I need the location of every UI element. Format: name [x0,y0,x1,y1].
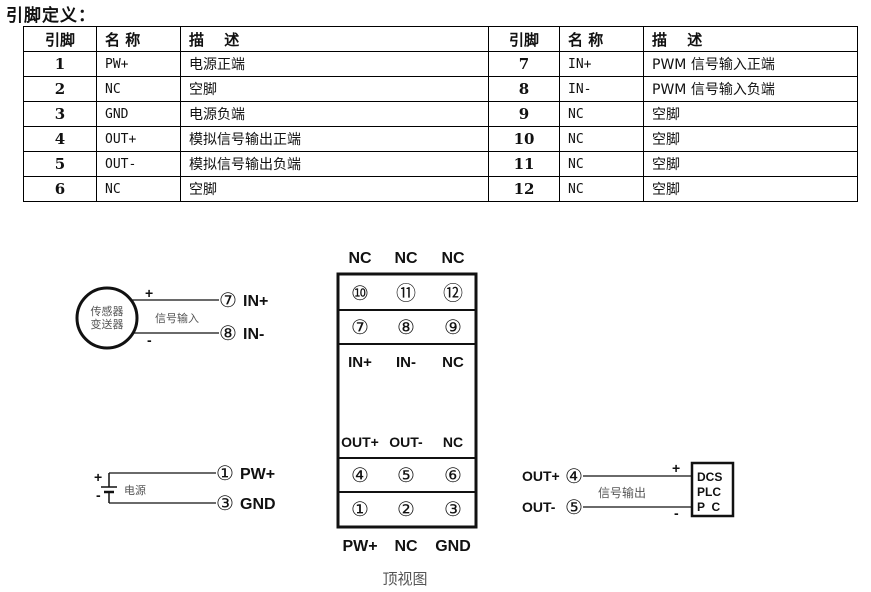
module-pin-marker: ⑤ [397,465,415,487]
pin-number: 6 [23,176,97,202]
power-wiring: + - 电源 ① ③ PW+ GND [94,463,276,515]
pin-name: PW+ [96,51,181,77]
module-pin-marker: ⑩ [351,283,369,305]
gnd-label: GND [240,496,276,513]
pin-name: IN- [559,76,644,102]
pin-number: 9 [488,101,560,127]
module-pin-marker: ③ [444,499,462,521]
in-plus-label: IN+ [243,293,268,310]
header-name: 名 称 [96,26,181,52]
power-plus-sign: + [94,469,102,485]
module-pin-marker: ① [351,499,369,521]
pin-description: 模拟信号输出负端 [180,151,489,177]
module-input-label: IN- [396,354,416,371]
sensor-plus-sign: + [145,285,153,301]
module-output-label: NC [443,434,463,450]
module-top-label: NC [394,250,418,267]
module-outline [336,272,478,529]
module-pin-marker: ② [397,499,415,521]
pin-description: 空脚 [643,176,858,202]
module-top-label: NC [441,250,465,267]
device-label-dcs: DCS [697,470,722,484]
pin-name: NC [96,176,181,202]
pin-description: PWM 信号输入负端 [643,76,858,102]
module-top-view: NC NC NC ⑩ ⑪ ⑫ ⑦ ⑧ ⑨ IN+ IN- NC OUT+ OUT- NC ④ ⑤ ⑥ ① ② ③ PW+ N… [336,250,478,588]
out-plus-label: OUT+ [522,468,560,484]
pin-description: 模拟信号输出正端 [180,126,489,152]
pin-number: 12 [488,176,560,202]
header-pin: 引脚 [23,26,97,52]
sensor-minus-sign: - [147,332,152,348]
pin-8-marker: ⑧ [219,323,237,345]
pin-1-marker: ① [216,463,234,485]
module-output-label: OUT+ [341,434,379,450]
output-wiring: OUT+ OUT- ④ ⑤ + - 信号输出 DCS PLC P C [522,460,735,521]
module-pin-marker: ④ [351,465,369,487]
power-minus-sign: - [96,487,101,503]
out-minus-label: OUT- [522,499,556,515]
module-bottom-label: NC [394,538,418,555]
pin-number: 7 [488,51,560,77]
table-header-row: 引脚 名 称 描 述 引脚 名 称 描 述 [23,26,858,52]
output-plus-sign: + [672,460,680,476]
pin-7-marker: ⑦ [219,290,237,312]
pin-name: NC [559,176,644,202]
pin-definition-title: 引脚定义： [6,6,96,26]
device-label-plc: PLC [697,485,721,499]
sensor-label-line2: 变送器 [91,317,124,331]
output-minus-sign: - [674,505,679,521]
pin-description: PWM 信号输入正端 [643,51,858,77]
pin-description: 空脚 [180,176,489,202]
module-pin-marker: ⑨ [444,317,462,339]
module-output-label: OUT- [389,434,423,450]
pin-name: NC [559,126,644,152]
pin-number: 8 [488,76,560,102]
power-source-label: 电源 [124,483,146,497]
pin-number: 2 [23,76,97,102]
signal-output-label: 信号输出 [598,485,646,500]
pin-number: 3 [23,101,97,127]
dcs-plc-pc-box [690,461,735,518]
module-top-label: NC [348,250,372,267]
pin-description: 空脚 [643,151,858,177]
sensor-transmitter-circle [75,286,139,350]
in-minus-label: IN- [243,326,264,343]
pin-description: 空脚 [180,76,489,102]
module-pin-marker: ⑫ [443,282,463,305]
module-pin-marker: ⑪ [396,282,416,305]
module-pin-marker: ⑥ [444,465,462,487]
pin-description: 空脚 [643,126,858,152]
pin-name: NC [96,76,181,102]
pin-number: 1 [23,51,97,77]
module-pin-marker: ⑧ [397,317,415,339]
module-input-label: IN+ [348,354,372,371]
pin-5-marker: ⑤ [565,497,583,519]
sensor-wiring: 传感器 变送器 + - 信号输入 ⑦ ⑧ IN+ IN- [75,285,268,350]
pin-4-marker: ④ [565,466,583,488]
signal-input-label: 信号输入 [155,311,199,325]
module-input-label: NC [442,354,464,371]
header-pin: 引脚 [488,26,560,52]
module-pin-marker: ⑦ [351,317,369,339]
module-bottom-label: GND [435,538,471,555]
device-label-pc: P C [697,500,720,514]
pin-3-marker: ③ [216,493,234,515]
pin-number: 10 [488,126,560,152]
top-view-caption: 顶视图 [382,570,427,588]
pw-plus-label: PW+ [240,466,275,483]
header-desc: 描 述 [180,26,489,52]
module-bottom-label: PW+ [342,538,377,555]
sensor-label-line1: 传感器 [91,305,124,318]
